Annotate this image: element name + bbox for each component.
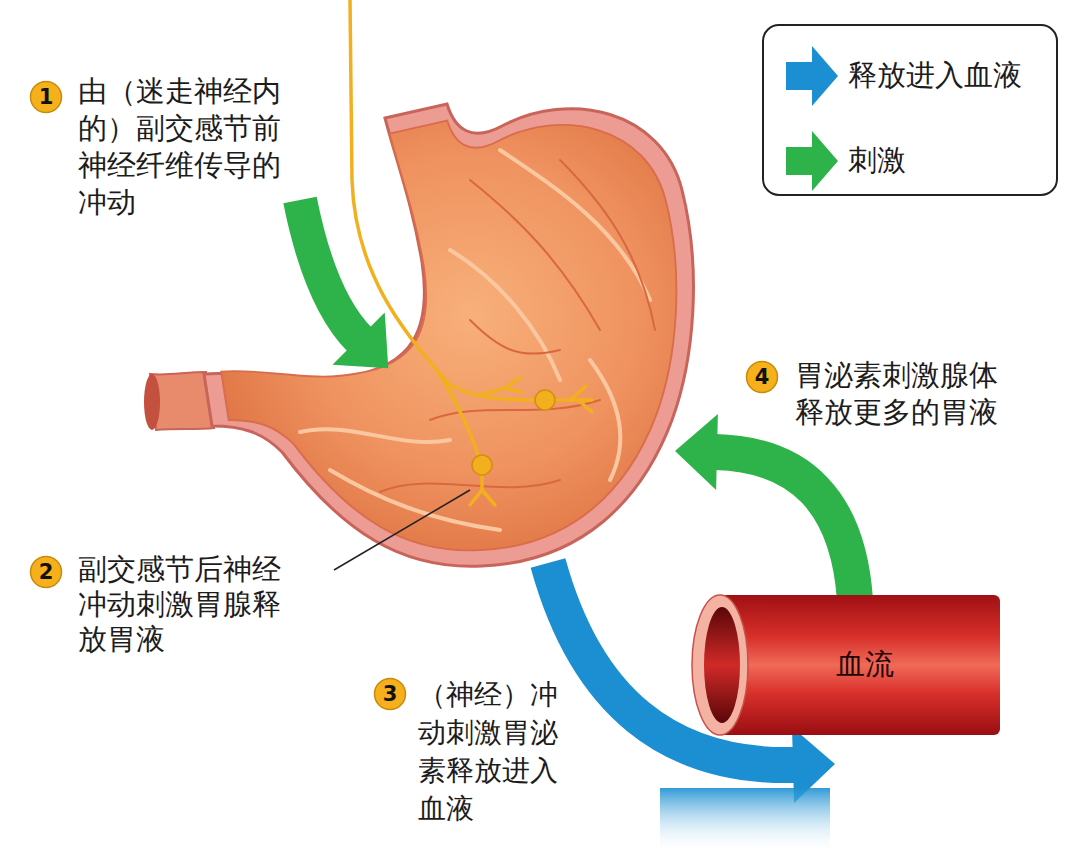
node-body: 血流 xyxy=(690,590,1000,740)
vagus-nerve xyxy=(350,0,592,505)
nerve-ending xyxy=(470,475,495,505)
callout-circle-shape xyxy=(31,82,62,113)
vessel-lumen xyxy=(704,607,740,723)
legend-box xyxy=(763,25,1057,195)
nerve-fiber xyxy=(440,375,478,455)
legend-text: 刺激 xyxy=(848,141,906,181)
stimulus-arrow-head xyxy=(675,414,718,490)
ruga xyxy=(450,250,560,380)
callout-circle-shape xyxy=(747,362,778,393)
leader-line xyxy=(334,490,470,570)
ruga xyxy=(300,429,450,442)
ganglion xyxy=(535,390,555,410)
ruga xyxy=(470,320,560,354)
legend-arrow xyxy=(786,46,838,106)
ruga xyxy=(470,180,600,330)
ruga xyxy=(330,470,500,530)
legend-swatch xyxy=(786,130,840,192)
callout-number: 4 xyxy=(745,360,779,394)
ruga xyxy=(500,150,650,300)
callout-number-text: 3 xyxy=(383,682,398,706)
node-body: 2 xyxy=(29,555,63,589)
callout-circle-shape xyxy=(375,679,406,710)
callout-number-text: 4 xyxy=(755,365,770,389)
nerve-ending xyxy=(555,386,592,412)
callout-number-text: 1 xyxy=(39,85,54,109)
ruga xyxy=(590,360,620,480)
vessel-label: 血流 xyxy=(836,645,894,685)
vessel-rim xyxy=(692,595,748,735)
ruga xyxy=(560,160,655,330)
blood-vessel: 血流 xyxy=(690,590,1000,740)
stimulus-arrow-head xyxy=(332,312,388,368)
duodenum-opening xyxy=(144,374,160,430)
callout-text: （神经）冲 动刺激胃泌 素释放进入 血液 xyxy=(418,676,569,828)
legend-swatch xyxy=(786,45,840,107)
node-body: 1 xyxy=(29,80,63,114)
node-body: 3 xyxy=(373,677,407,711)
node-body: 4 xyxy=(745,360,779,394)
vessel-body xyxy=(720,595,1000,735)
callout-number: 1 xyxy=(29,80,63,114)
legend-text: 释放进入血液 xyxy=(848,56,1022,96)
stimulus-arrow-shaft xyxy=(300,200,360,340)
nerve-ending xyxy=(480,378,522,395)
callout-circle-shape xyxy=(31,557,62,588)
blue-arrow-tail xyxy=(660,788,830,855)
callout-number: 2 xyxy=(29,555,63,589)
callout-text: 副交感节后神经 冲动刺激胃腺释 放胃液 xyxy=(78,552,293,657)
stimulus-arrow-shaft xyxy=(715,452,855,600)
callout-number-text: 2 xyxy=(39,560,54,584)
callout-number: 3 xyxy=(373,677,407,711)
callout-text: 胃泌素刺激腺体 释放更多的胃液 xyxy=(795,357,1010,431)
nerve-fiber xyxy=(350,0,450,385)
legend-arrow xyxy=(786,131,838,191)
stomach-lining xyxy=(221,121,676,551)
ganglion xyxy=(472,455,492,475)
callout-text: 由（迷走神经内 的）副交感节前 神经纤维传导的 冲动 xyxy=(78,73,293,221)
